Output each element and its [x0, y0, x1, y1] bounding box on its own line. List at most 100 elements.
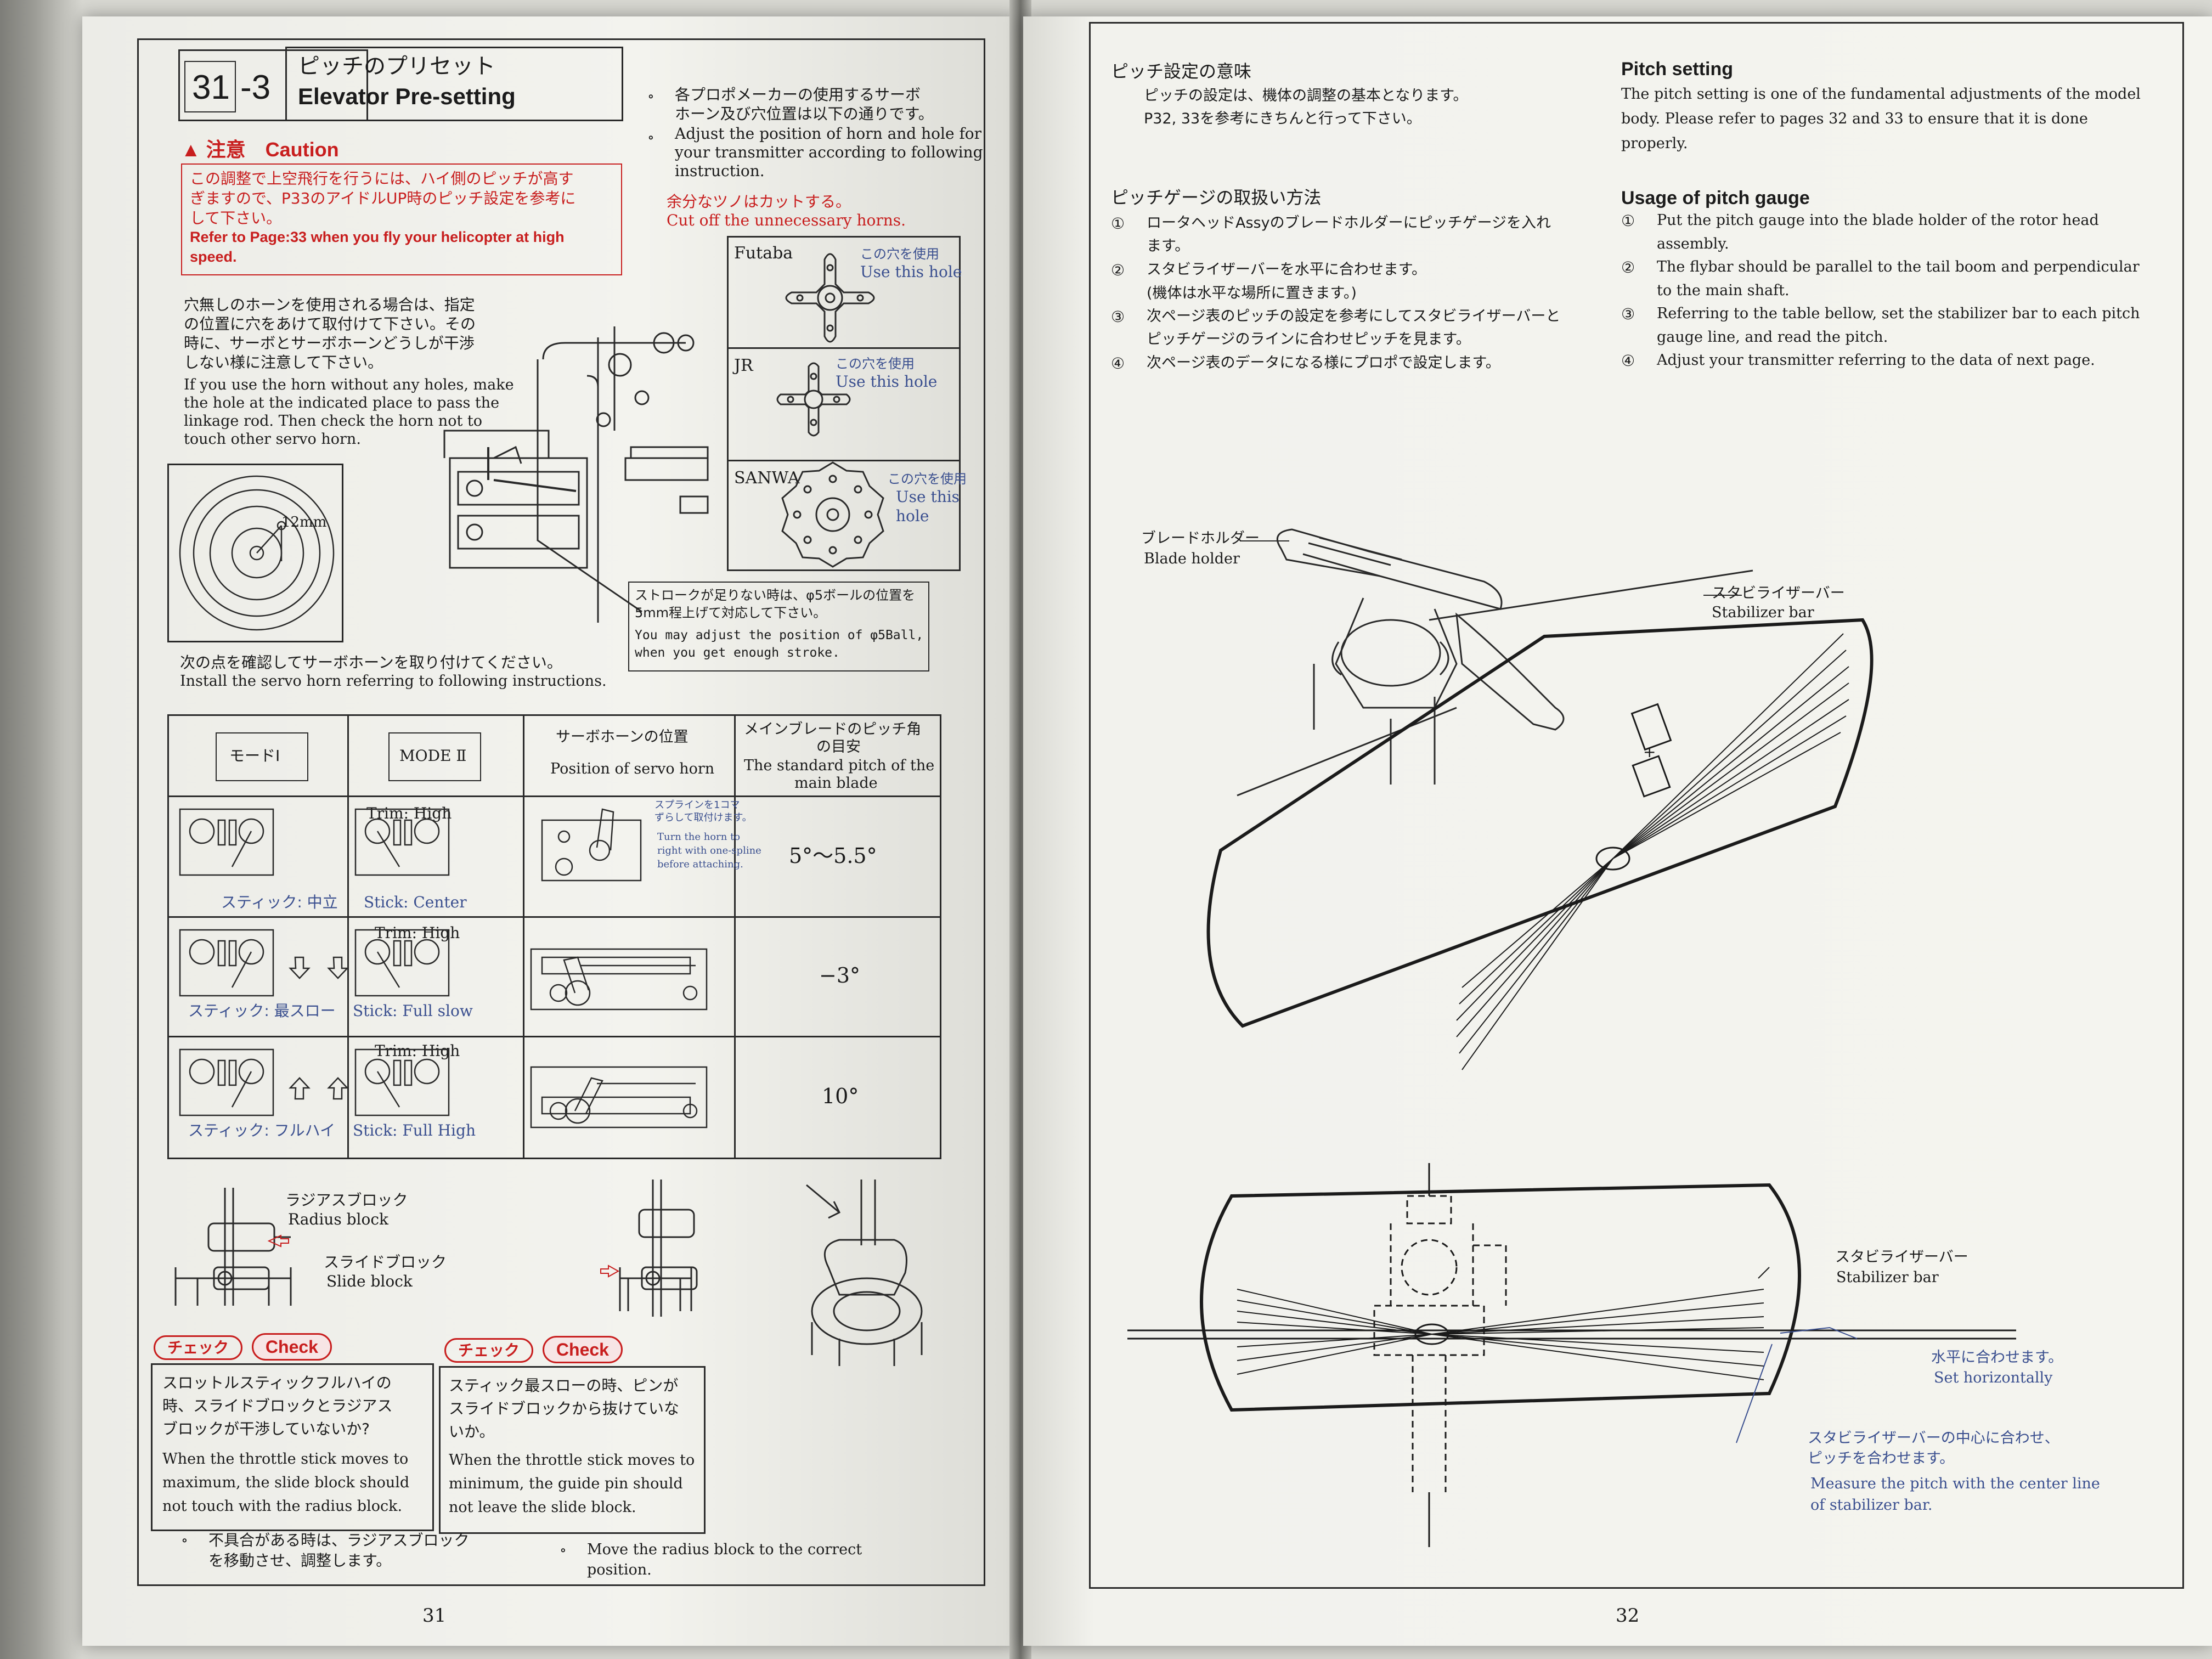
gauge-en-num-3: ③: [1621, 305, 1635, 323]
radius-label-en: Radius block: [288, 1210, 388, 1228]
check2-en-2: not leave the slide block.: [449, 1499, 636, 1516]
gauge-jp-num-1: ①: [1111, 215, 1125, 233]
servo-horn-drawings: [776, 253, 884, 568]
caution-jp-0: この調整で上空飛行を行うには、ハイ側のピッチが高す: [190, 170, 574, 188]
stab-label-en: Stabilizer bar: [1712, 604, 1814, 621]
pitch-header-en-0: The standard pitch of the: [744, 757, 935, 774]
intro-en-1: your transmitter according to following: [675, 143, 983, 161]
horn-use-en-jr: Use this hole: [836, 373, 938, 391]
fix-en-1: position.: [587, 1561, 652, 1578]
gauge-en-1-0: Put the pitch gauge into the blade holde…: [1657, 212, 2099, 229]
check-pill-jp-2: チェック: [444, 1338, 534, 1363]
meaning-jp-0: ピッチの設定は、機体の調整の基本となります。: [1144, 87, 1468, 104]
pitch-gauge-head-drawing: +: [1206, 528, 1874, 1070]
gauge-en-2-1: to the main shaft.: [1657, 282, 1790, 299]
linkage-drawing: [443, 326, 709, 623]
block-drawings: [174, 1180, 923, 1366]
check2-en-0: When the throttle stick moves to: [449, 1452, 695, 1469]
row1-note-jp-1: ずらして取付けます。: [654, 812, 752, 823]
check2-jp-2: いか。: [449, 1423, 495, 1441]
horn-dimension-box: 12mm: [167, 464, 343, 642]
section-number-box: 31 -3: [178, 49, 368, 121]
row1-note-en-0: Turn the horn to: [657, 831, 741, 843]
transmitter-drawings: [179, 808, 708, 1128]
page-31: 31 -3 ピッチのプリセット Elevator Pre-setting ▲ 注…: [82, 16, 1018, 1646]
horn-use-jp-futaba: この穴を使用: [860, 246, 939, 262]
gauge-jp-3-1: ピッチゲージのラインに合わせピッチを見ます。: [1147, 331, 1471, 348]
check-pill-en-2: Check: [542, 1336, 623, 1363]
center-label-en-1: of stabilizer bar.: [1810, 1497, 1933, 1514]
caution-box: この調整で上空飛行を行うには、ハイ側のピッチが高す ぎますので、P33のアイドル…: [181, 163, 622, 275]
pitch-header-jp-1: の目安: [816, 738, 861, 755]
row2-trim: Trim: High: [375, 924, 460, 942]
mode-table: モードⅠ MODE Ⅱ サーボホーンの位置 Position of servo …: [167, 714, 941, 1159]
title-box: ピッチのプリセット Elevator Pre-setting: [285, 47, 623, 121]
nohole-jp-3: しない様に注意して下さい。: [184, 353, 383, 371]
stab2-label-jp: スタビライザーバー: [1835, 1249, 1968, 1266]
horiz-label-en: Set horizontally: [1934, 1369, 2053, 1386]
center-label-en-0: Measure the pitch with the center line: [1810, 1475, 2100, 1492]
meaning-en-0: The pitch setting is one of the fundamen…: [1621, 86, 2141, 103]
meaning-en-1: body. Please refer to pages 32 and 33 to…: [1621, 110, 2088, 127]
pitch-gauge-lower-drawing: [1127, 1163, 2016, 1547]
horn-pos-header-jp: サーボホーンの位置: [556, 729, 689, 746]
slide-label-jp: スライドブロック: [324, 1253, 447, 1271]
meaning-en-2: properly.: [1621, 135, 1688, 152]
gauge-jp-3-0: 次ページ表のピッチの設定を参考にしてスタビライザーバーと: [1147, 308, 1561, 325]
caution-jp-2: して下さい。: [190, 209, 282, 227]
gauge-en-num-1: ①: [1621, 212, 1635, 230]
horn-brand-jr: JR: [734, 356, 753, 375]
install-en: Install the servo horn referring to foll…: [180, 673, 607, 690]
stab-label-jp: スタビライザーバー: [1712, 585, 1845, 602]
futaba-horn: [785, 253, 875, 343]
radius-label-jp: ラジアスブロック: [285, 1191, 408, 1209]
check-pill-en-1: Check: [251, 1333, 332, 1361]
horn-use-jp-sanwa: この穴を使用: [888, 471, 967, 487]
horn-use-en-sanwa-1: hole: [896, 507, 929, 525]
check1-jp-0: スロットルスティックフルハイの: [162, 1374, 392, 1392]
horiz-label-jp: 水平に合わせます。: [1931, 1349, 2063, 1366]
nohole-en-0: If you use the horn without any holes, m…: [184, 376, 514, 393]
intro-en-0: Adjust the position of horn and hole for: [675, 125, 982, 143]
caution-label: ▲ 注意 Caution: [181, 138, 339, 161]
gauge-en-num-4: ④: [1621, 352, 1635, 370]
page-frame-right: [1089, 22, 2184, 1589]
guide-pin-drawing: [619, 1180, 698, 1317]
caution-en-0: Refer to Page:33 when you fly your helic…: [190, 229, 565, 245]
check2-jp-1: スライドブロックから抜けていな: [449, 1400, 680, 1418]
radius-block-drawing: [174, 1188, 292, 1306]
page-number-left: 31: [422, 1605, 447, 1627]
gauge-jp-2-0: スタビライザーバーを水平に合わせます。: [1147, 261, 1427, 278]
fix-en-0: Move the radius block to the correct: [587, 1541, 862, 1558]
stroke-en-1: when you get enough stroke.: [635, 646, 840, 660]
mode1-header: モードⅠ: [229, 747, 280, 765]
intro-en-2: instruction.: [675, 162, 765, 180]
gauge-en-1-1: assembly.: [1657, 235, 1729, 252]
blade-holder-label-en: Blade holder: [1144, 550, 1240, 567]
nohole-jp-2: 時に、サーボとサーボホーンどうしが干渉: [184, 334, 475, 352]
sanwa-horn: [781, 461, 884, 568]
gauge-jp-num-3: ③: [1111, 308, 1125, 326]
stroke-jp-1: 5mm程上げて対応して下さい。: [635, 605, 827, 620]
gauge-en-2-0: The flybar should be parallel to the tai…: [1657, 258, 2140, 275]
gauge-jp-2-1: (機体は水平な場所に置きます。): [1147, 285, 1357, 302]
page-number-right: 32: [1616, 1605, 1640, 1627]
row3-mode2: Stick: Full High: [353, 1121, 476, 1139]
row3-pitch: 10°: [822, 1084, 859, 1108]
gauge-en-num-2: ②: [1621, 258, 1635, 276]
horn-dimension-drawing: [179, 475, 335, 631]
check1-en-0: When the throttle stick moves to: [162, 1451, 409, 1468]
slide-label-en: Slide block: [326, 1272, 413, 1290]
gauge-jp-1-1: ます。: [1147, 238, 1190, 255]
gauge-title-jp: ピッチゲージの取扱い方法: [1111, 187, 1322, 208]
page-32: ピッチ設定の意味 ピッチの設定は、機体の調整の基本となります。 P32, 33を…: [1023, 16, 2212, 1646]
section-number: 31: [192, 69, 230, 106]
center-label-jp-1: ピッチを合わせます。: [1808, 1450, 1955, 1467]
fix-jp-1: を移動させ、調整します。: [208, 1551, 392, 1570]
check-box-1: スロットルスティックフルハイの 時、スライドブロックとラジアス ブロックが干渉し…: [151, 1363, 434, 1531]
row2-pitch: −3°: [819, 963, 861, 988]
gauge-jp-1-0: ロータヘッドAssyのブレードホルダーにピッチゲージを入れ: [1147, 215, 1551, 232]
row1-mode2: Stick: Center: [364, 893, 467, 911]
nohole-en-1: the hole at the indicated place to pass …: [184, 394, 500, 411]
title-jp: ピッチのプリセット: [298, 54, 495, 79]
